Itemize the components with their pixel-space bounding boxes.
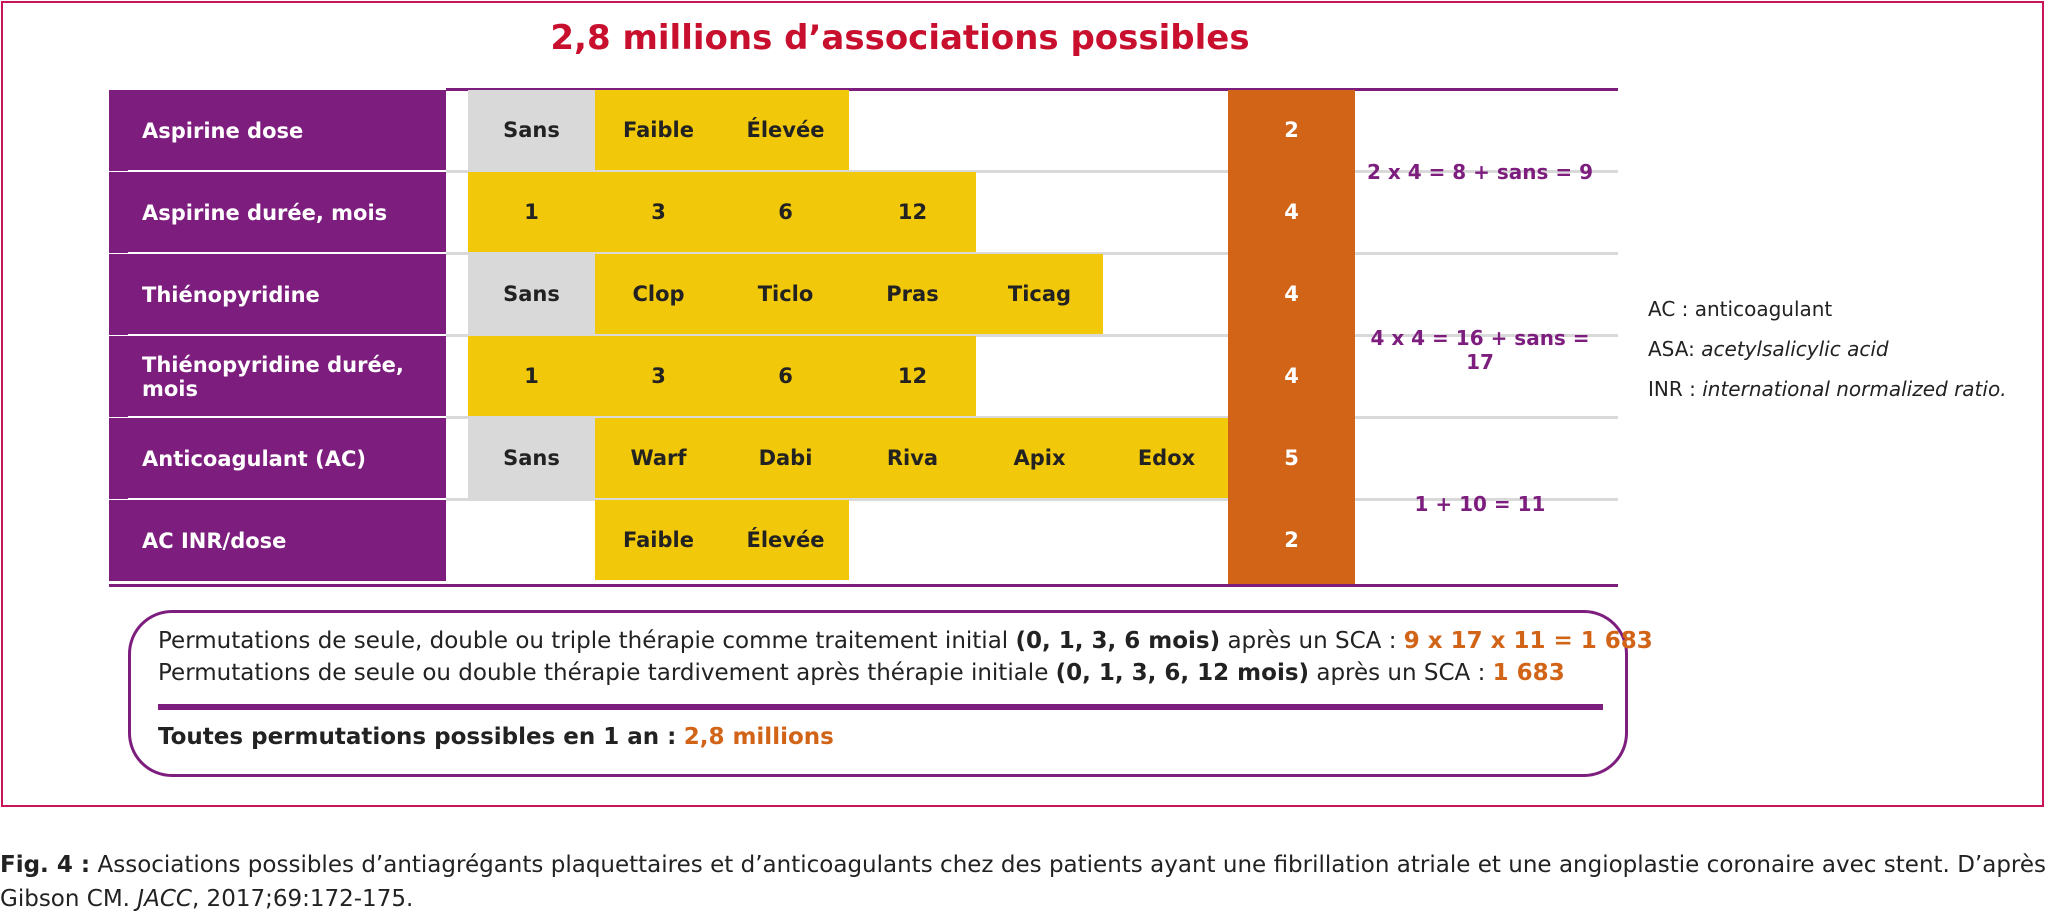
figure-title: 2,8 millions d’associations possibles <box>550 18 1250 58</box>
option-cell: 6 <box>722 172 849 252</box>
row-divider <box>128 498 1618 501</box>
formula-anticoagulant: 1 + 10 = 11 <box>1414 492 1546 516</box>
figure-frame <box>1 1 2044 807</box>
row-label: Anticoagulant (AC) <box>109 418 446 499</box>
option-cell: Clop <box>595 254 722 334</box>
legend-asa: ASA: acetylsalicylic acid <box>1648 337 1889 361</box>
count-divider <box>1228 252 1355 255</box>
option-cell: Élevée <box>722 90 849 170</box>
option-count: 4 <box>1228 254 1355 334</box>
count-divider <box>1228 334 1355 337</box>
caption-journal: JACC <box>137 886 192 912</box>
formula-thienopyridine: 4 x 4 = 16 + sans = 17 <box>1370 326 1590 374</box>
formula-aspirine: 2 x 4 = 8 + sans = 9 <box>1366 160 1594 184</box>
option-cell: Ticlo <box>722 254 849 334</box>
option-cell: 3 <box>595 336 722 416</box>
option-cell: Faible <box>595 500 722 580</box>
option-cell: Sans <box>468 90 595 170</box>
option-cell: Sans <box>468 418 595 498</box>
option-cell: Ticag <box>976 254 1103 334</box>
option-cell: 12 <box>849 172 976 252</box>
option-cell: Faible <box>595 90 722 170</box>
option-cell: Apix <box>976 418 1103 498</box>
label-divider <box>128 252 446 255</box>
figure-caption: Fig. 4 : Associations possibles d’antiag… <box>0 848 2046 916</box>
row-divider <box>128 334 1618 337</box>
option-count: 4 <box>1228 336 1355 416</box>
option-count: 2 <box>1228 500 1355 580</box>
label-divider <box>128 334 446 337</box>
option-cell: Dabi <box>722 418 849 498</box>
option-cell: 1 <box>468 336 595 416</box>
count-divider <box>1228 170 1355 173</box>
option-cell: Sans <box>468 254 595 334</box>
option-count: 2 <box>1228 90 1355 170</box>
row-divider <box>128 416 1618 419</box>
option-cell: Pras <box>849 254 976 334</box>
option-cell: 6 <box>722 336 849 416</box>
option-cell: 1 <box>468 172 595 252</box>
row-label: Thiénopyridine <box>109 254 446 335</box>
label-divider <box>128 170 446 173</box>
label-divider <box>128 416 446 419</box>
abbreviation-legend: AC : anticoagulant ASA: acetylsalicylic … <box>1648 289 2007 409</box>
row-label: AC INR/dose <box>109 500 446 581</box>
option-count: 4 <box>1228 172 1355 252</box>
permutation-line-late: Permutations de seule ou double thérapie… <box>158 660 1565 686</box>
legend-inr: INR : international normalized ratio. <box>1648 377 2007 401</box>
caption-fig-label: Fig. 4 : <box>0 852 91 878</box>
option-cell: 12 <box>849 336 976 416</box>
row-divider <box>128 170 1618 173</box>
table-bottom-rule <box>109 584 1618 587</box>
count-divider <box>1228 498 1355 501</box>
label-divider <box>128 498 446 501</box>
option-cell: Élevée <box>722 500 849 580</box>
permutations-divider <box>158 704 1603 710</box>
option-count: 5 <box>1228 418 1355 498</box>
option-cell: Edox <box>1103 418 1230 498</box>
permutation-line-initial: Permutations de seule, double ou triple … <box>158 628 1653 654</box>
permutations-box <box>128 610 1628 777</box>
option-cell: Warf <box>595 418 722 498</box>
count-divider <box>1228 416 1355 419</box>
row-divider <box>128 252 1618 255</box>
option-cell: 3 <box>595 172 722 252</box>
caption-text: Associations possibles d’antiagrégants p… <box>0 852 2047 912</box>
legend-ac: AC : anticoagulant <box>1648 297 1833 321</box>
row-label: Aspirine dose <box>109 90 446 171</box>
row-label: Thiénopyridine durée, mois <box>109 336 446 417</box>
table-top-rule <box>446 88 1618 91</box>
option-cell: Riva <box>849 418 976 498</box>
permutation-total: Toutes permutations possibles en 1 an : … <box>158 724 834 750</box>
row-label: Aspirine durée, mois <box>109 172 446 253</box>
caption-citation: , 2017;69:172-175. <box>191 886 414 912</box>
